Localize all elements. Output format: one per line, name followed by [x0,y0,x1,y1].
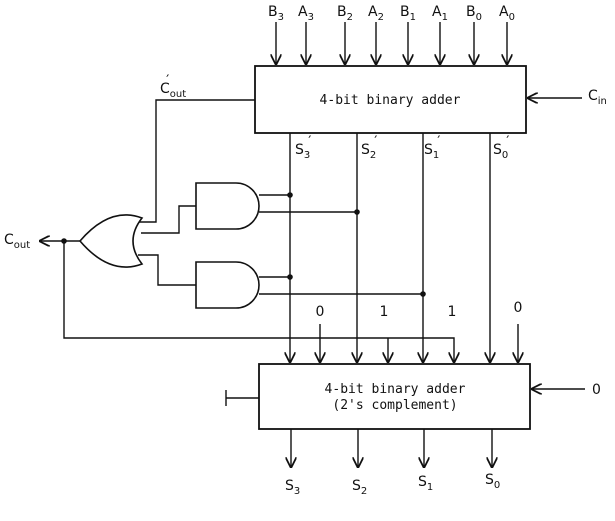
output-label-s1: S1 [418,474,433,493]
s3-prime-label: S3′ [295,134,311,161]
and-gate-bottom [195,261,260,309]
input-label-a3: A3 [298,4,314,23]
bottom-adder-cin-label: 0 [592,382,601,398]
correction-label-bit3: 0 [316,304,325,320]
top-input-labels: B3 A3 B2 A2 B1 A1 B0 A0 [268,4,515,23]
top-adder-box [254,65,527,134]
input-label-a2: A2 [368,4,384,23]
cout-feedback-wire [63,241,388,339]
output-arrows [291,429,492,467]
top-adder-cin-label: Cin [588,88,607,107]
and-top-to-or-wire [141,205,196,234]
correction-label-bit2: 1 [380,304,389,320]
correction-label-bit0: 0 [514,300,523,316]
bottom-adder-box [258,363,531,430]
junction-dots [61,192,426,297]
top-adder-label: 4-bit binary adder [320,93,461,108]
output-labels: S3 S2 S1 S0 [285,472,500,497]
and-gate-input-wires [259,194,423,295]
input-label-a0: A0 [499,4,515,23]
input-label-b0: B0 [466,4,482,23]
cout-prime-label: Cout′ [160,73,186,100]
top-input-arrows [276,22,507,64]
bottom-adder-label-line1: 4-bit binary adder [325,382,466,397]
intermediate-sum-wires [290,133,490,362]
and-gate-top [195,182,260,230]
input-label-b2: B2 [337,4,353,23]
s1-prime-label: S1′ [424,134,440,161]
feedback-to-bit1 [388,337,454,362]
input-label-a1: A1 [432,4,448,23]
or-gate [78,214,144,268]
intermediate-sum-labels: S3′ S2′ S1′ S0′ [295,134,509,161]
input-label-b3: B3 [268,4,284,23]
cout-prime-wire [139,99,255,223]
output-label-s2: S2 [352,478,367,497]
output-label-s0: S0 [485,472,500,491]
cout-label: Cout [4,232,30,251]
and-bottom-to-or-wire [138,254,196,286]
output-label-s3: S3 [285,478,300,497]
correction-label-bit1: 1 [448,304,457,320]
input-label-b1: B1 [400,4,416,23]
s2-prime-label: S2′ [361,134,377,161]
s0-prime-label: S0′ [493,134,509,161]
bottom-adder-label-line2: (2's complement) [332,398,457,413]
